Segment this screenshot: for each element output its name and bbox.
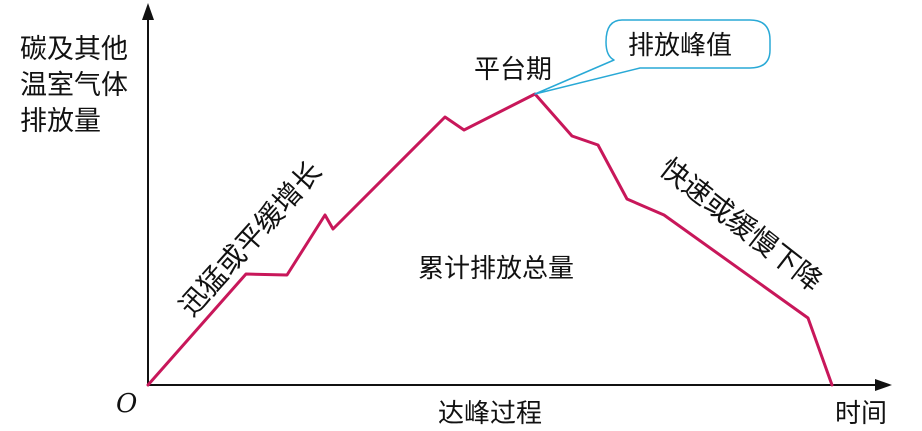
- emission-curve: [146, 92, 834, 387]
- y-axis-label-line-1: 碳及其他: [20, 34, 128, 65]
- peak-callout-box: [534, 19, 771, 95]
- peak-callout-text: 排放峰值: [628, 31, 732, 61]
- area-label: 累计排放总量: [418, 254, 574, 284]
- plateau-label: 平台期: [474, 55, 552, 85]
- y-axis-label-line-3: 排放量: [20, 106, 101, 137]
- x-caption: 达峰过程: [438, 399, 542, 429]
- y-axis-label-line-2: 温室气体: [20, 70, 128, 101]
- origin-label: O: [116, 389, 137, 419]
- rising-label: 迅猛或平缓增长: [173, 155, 329, 323]
- y-axis-arrow: [142, 3, 154, 20]
- x-axis-label: 时间: [835, 399, 887, 429]
- x-axis-arrow: [875, 379, 892, 391]
